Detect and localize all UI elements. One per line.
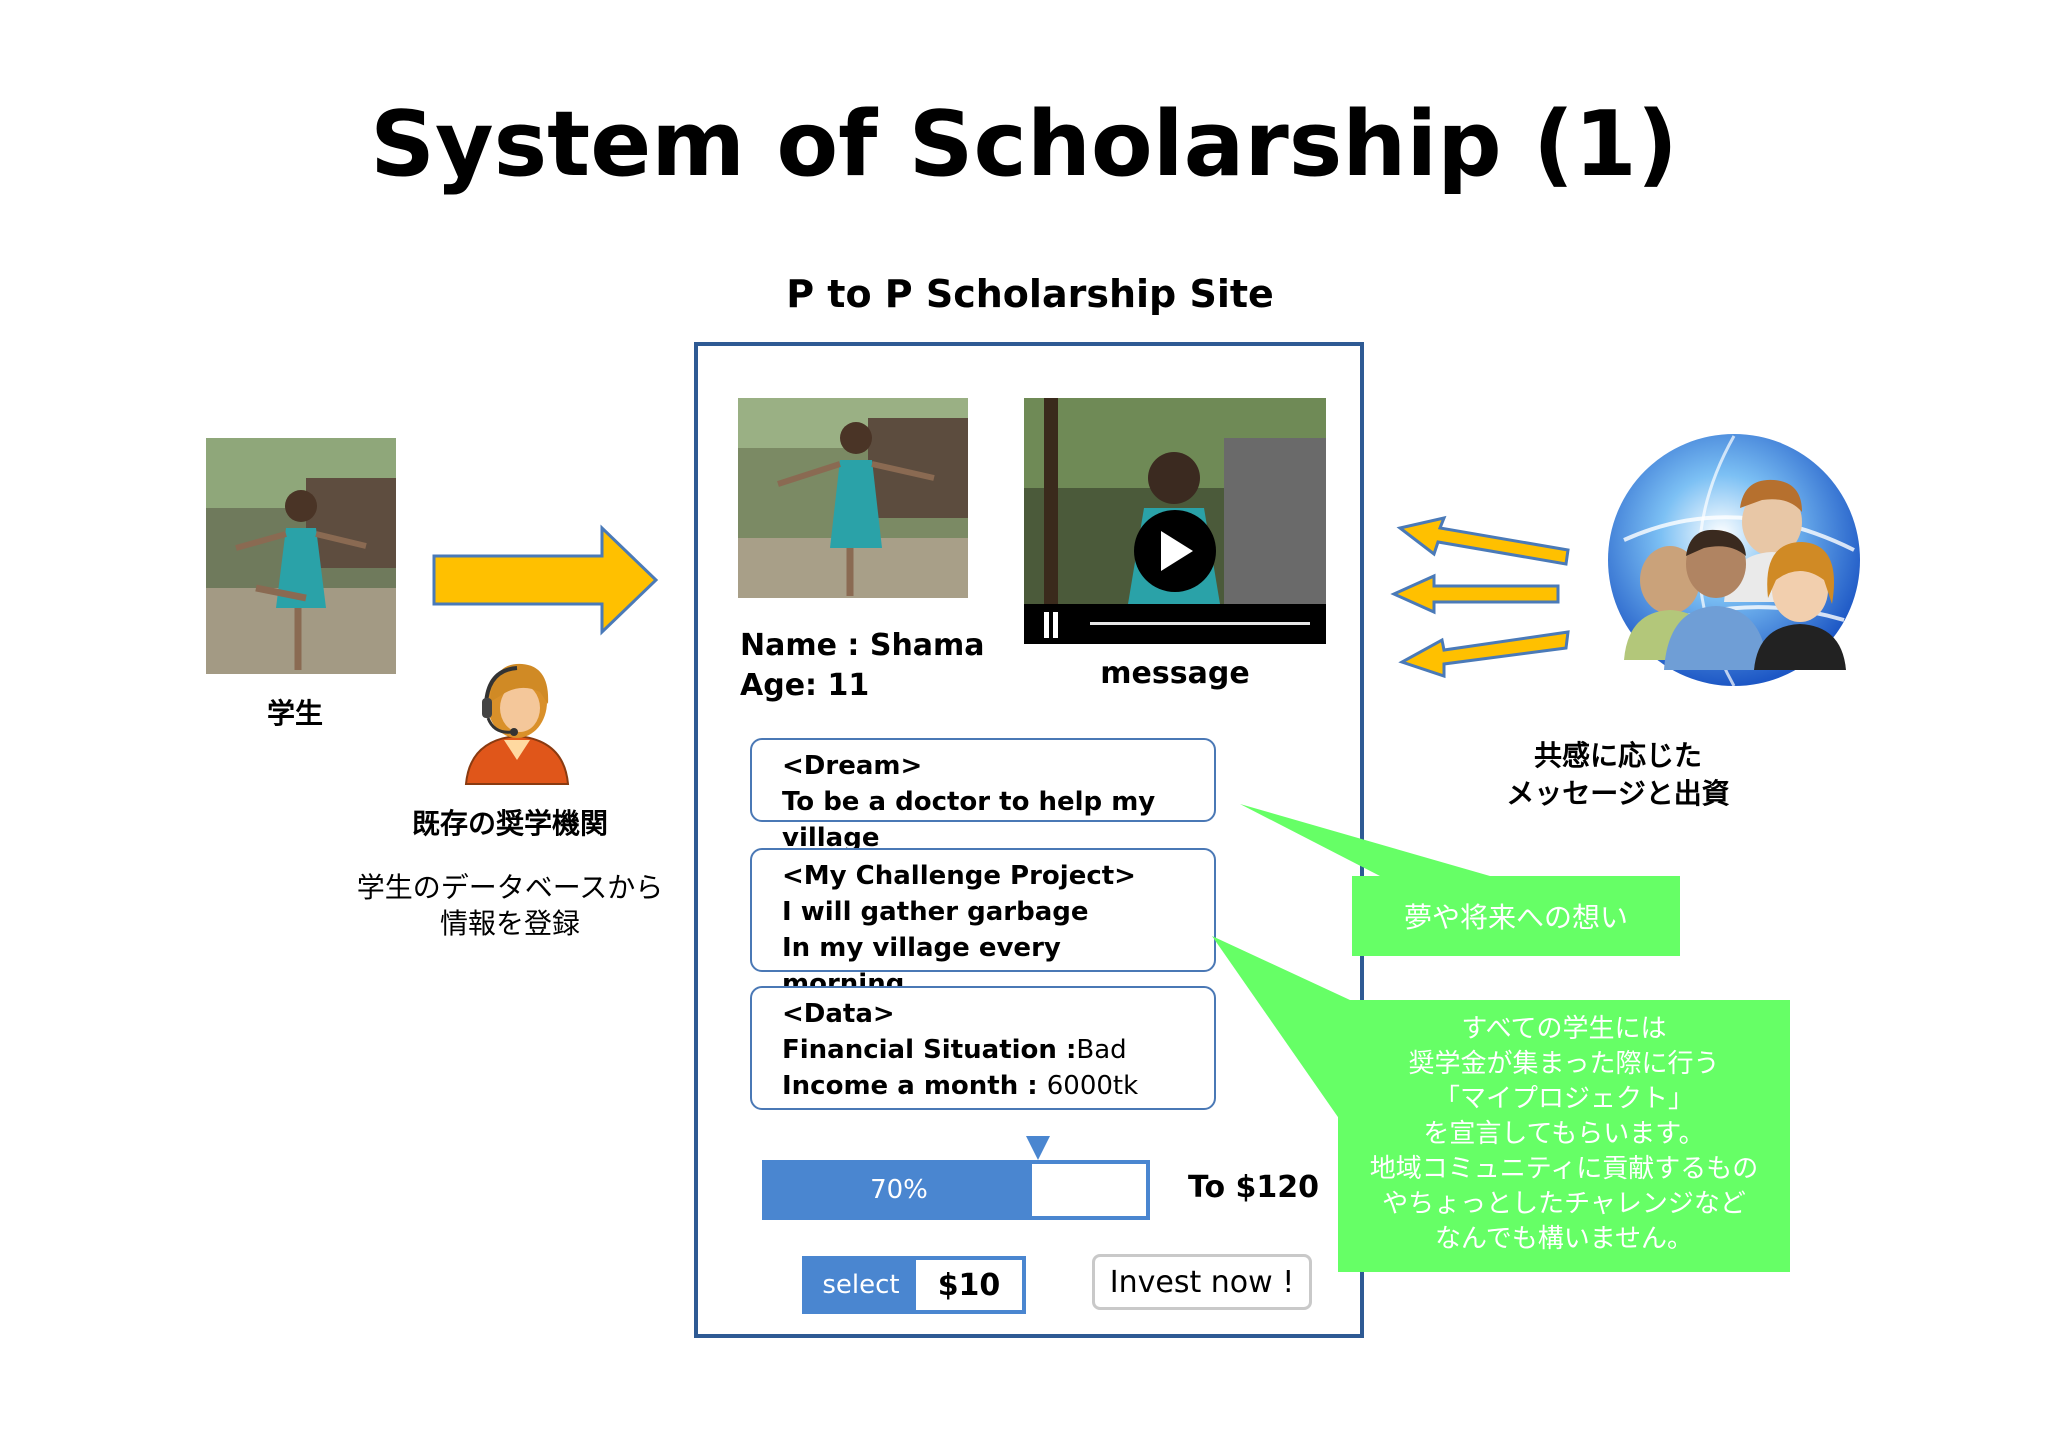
financial-label: Financial Situation :: [782, 1035, 1077, 1065]
callout-pointers: [1212, 804, 1490, 1120]
income-value: 6000tk: [1046, 1071, 1139, 1101]
data-card: <Data> Financial Situation :Bad Income a…: [750, 986, 1216, 1110]
profile-photo: [738, 398, 968, 598]
video-seek-bar[interactable]: [1090, 622, 1310, 625]
financial-value: Bad: [1076, 1035, 1127, 1065]
project-callout-line4: を宣言してもらいます。: [1423, 1119, 1705, 1149]
video-caption: message: [1100, 656, 1250, 691]
dream-heading: <Dream>: [782, 751, 923, 781]
profile-age: Age: 11: [740, 668, 870, 703]
incoming-arrows-icon: [1390, 515, 1570, 679]
progress-fill: 70%: [766, 1164, 1032, 1216]
project-callout-line1: すべての学生には: [1461, 1014, 1667, 1044]
select-value: $10: [937, 1267, 1001, 1303]
supporters-label-line2: メッセージと出資: [1506, 777, 1730, 810]
institution-desc-line2: 情報を登録: [439, 907, 580, 940]
project-callout-line2: 奨学金が集まった際に行う: [1408, 1049, 1720, 1079]
site-title: P to P Scholarship Site: [786, 272, 1274, 316]
dream-card: <Dream> To be a doctor to help my villag…: [750, 738, 1216, 853]
challenge-heading: <My Challenge Project>: [782, 861, 1136, 891]
dream-callout-text: 夢や将来への想い: [1403, 901, 1628, 934]
pause-icon[interactable]: [1042, 610, 1062, 640]
play-button[interactable]: [1134, 510, 1216, 592]
project-callout-line7: なんでも構いません。: [1435, 1224, 1693, 1254]
operator-icon: [464, 663, 570, 785]
play-icon: [1161, 531, 1193, 571]
select-label: select: [806, 1260, 916, 1310]
project-callout: すべての学生には 奨学金が集まった際に行う 「マイプロジェクト」 を宣言してもら…: [1338, 1000, 1790, 1272]
invest-now-button[interactable]: Invest now !: [1092, 1254, 1312, 1310]
dream-text: To be a doctor to help my village: [782, 787, 1156, 853]
institution-label: 既存の奨学機関: [411, 807, 608, 840]
amount-select[interactable]: select $10: [802, 1256, 1026, 1314]
page-title: System of Scholarship (1): [370, 92, 1678, 197]
project-callout-line6: やちょっとしたチャレンジなど: [1382, 1189, 1746, 1219]
challenge-line1: I will gather garbage: [782, 897, 1089, 927]
supporters-label-line1: 共感に応じた: [1533, 739, 1702, 772]
progress-goal: To $120: [1188, 1170, 1320, 1205]
income-label: Income a month :: [782, 1071, 1047, 1101]
institution-desc-line1: 学生のデータベースから: [356, 871, 664, 904]
register-arrow-icon: [432, 524, 659, 636]
project-callout-line5: 地域コミュニティに貢献するもの: [1369, 1154, 1759, 1184]
student-photo: [206, 438, 396, 674]
challenge-card: <My Challenge Project> I will gather gar…: [750, 848, 1216, 999]
dream-callout: 夢や将来への想い: [1352, 876, 1680, 956]
progress-marker-icon: [1026, 1136, 1050, 1160]
funding-progress-bar: 70%: [762, 1160, 1150, 1220]
project-callout-line3: 「マイプロジェクト」: [1433, 1084, 1694, 1114]
progress-percent: 70%: [870, 1175, 928, 1205]
video-player[interactable]: [1024, 398, 1326, 644]
profile-name: Name : Shama: [740, 628, 985, 663]
globe-supporters-icon: [1608, 434, 1860, 687]
data-heading: <Data>: [782, 999, 895, 1029]
student-label: 学生: [266, 697, 323, 730]
